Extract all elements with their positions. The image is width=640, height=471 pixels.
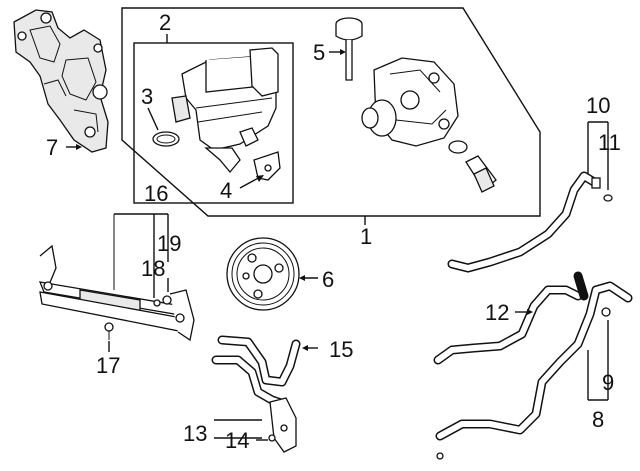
seal — [268, 434, 276, 442]
reservoir-cap — [335, 17, 363, 81]
cooler-hose — [211, 335, 301, 409]
callout-1: 1 — [360, 224, 372, 249]
bolt — [104, 322, 114, 340]
callout-10: 10 — [586, 93, 610, 118]
arrow-6 — [299, 275, 305, 281]
callout-3: 3 — [141, 84, 153, 109]
fitting — [465, 155, 497, 193]
callout-12: 12 — [485, 300, 509, 325]
o-ring — [152, 131, 180, 147]
callout-14: 14 — [225, 428, 249, 453]
callout-2: 2 — [159, 10, 171, 35]
callout-16: 16 — [144, 181, 168, 206]
arrow-5 — [340, 49, 346, 55]
seal-ring — [448, 140, 468, 154]
callout-7: 7 — [46, 135, 58, 160]
nut — [153, 299, 161, 307]
leader-3 — [147, 107, 159, 131]
arrow-7 — [76, 144, 82, 150]
reservoir-frame — [133, 42, 294, 204]
callout-17: 17 — [96, 353, 120, 378]
arrow-12 — [527, 309, 533, 315]
callout-9: 9 — [602, 370, 614, 395]
reservoir — [171, 47, 279, 174]
reservoir-bracket — [253, 151, 281, 181]
callout-13: 13 — [183, 421, 207, 446]
power-steering-pump — [361, 57, 459, 147]
callout-18: 18 — [141, 256, 165, 281]
mounting-bracket — [13, 9, 109, 153]
callout-19: 19 — [157, 231, 181, 256]
cooler — [38, 214, 195, 342]
callout-15: 15 — [329, 337, 353, 362]
callout-4: 4 — [220, 178, 232, 203]
callout-11: 11 — [598, 130, 621, 155]
arrow-4 — [256, 175, 264, 182]
pump-assembly-frame — [121, 7, 541, 217]
pulley — [226, 237, 300, 311]
callout-6: 6 — [322, 267, 334, 292]
pressure-hose — [447, 171, 601, 273]
o-ring-fitting — [603, 194, 613, 202]
seal-washer — [162, 295, 172, 305]
callout-8: 8 — [592, 407, 604, 432]
pressure-line — [433, 271, 589, 365]
line-bracket — [269, 397, 297, 453]
callout-5: 5 — [313, 40, 325, 65]
arrow-15 — [302, 345, 308, 351]
clamp — [601, 307, 611, 317]
return-hose — [435, 281, 633, 460]
